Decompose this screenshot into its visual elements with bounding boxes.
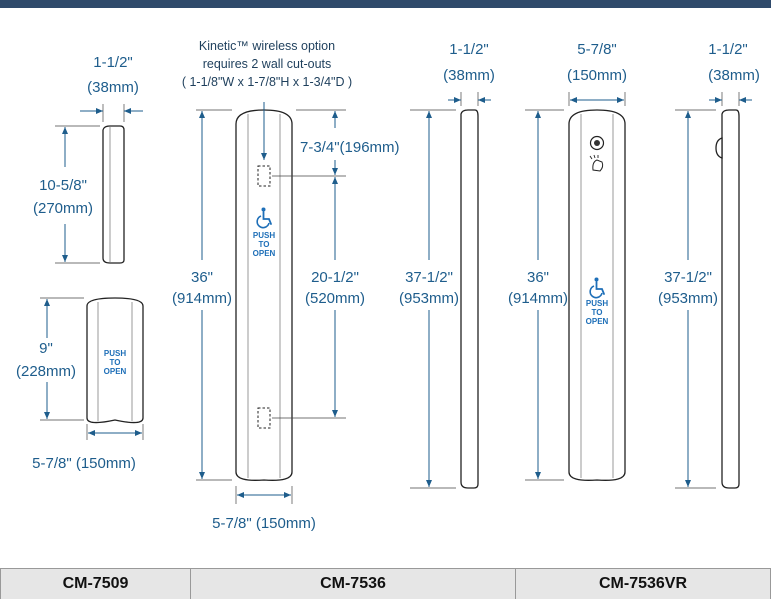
cm7536vr-side-width-line1: 1-1/2" bbox=[708, 41, 748, 58]
cm7509-side-width-line1: 1-1/2" bbox=[93, 54, 133, 71]
cm7509-side-height-line2: (270mm) bbox=[33, 200, 93, 217]
cm7536vr-width-line1: 5-7/8" bbox=[577, 41, 617, 58]
kinetic-note-line1: Kinetic™ wireless option bbox=[199, 39, 335, 53]
cm7536vr-side-height-line2: (953mm) bbox=[658, 290, 718, 307]
cm7536vr-push-label-3: OPEN bbox=[586, 317, 609, 326]
cm7536vr-width-line2: (150mm) bbox=[567, 67, 627, 84]
dimension-drawing: 1-1/2" (38mm) 10-5/8" (270mm) PUSH TO OP… bbox=[16, 39, 760, 532]
cm7509-front-width: 5-7/8" (150mm) bbox=[32, 455, 136, 472]
cm7536-cutout-span-line1: 20-1/2" bbox=[311, 269, 359, 286]
cm7509-front-view bbox=[40, 297, 144, 440]
cm7536-cutout-span-line2: (520mm) bbox=[305, 290, 365, 307]
sensor-icon bbox=[589, 135, 605, 151]
cm7536vr-side-height-line1: 37-1/2" bbox=[664, 269, 712, 286]
cm7509-front-height-line2: (228mm) bbox=[16, 363, 76, 380]
cm7536-push-label-1: PUSH bbox=[253, 231, 275, 240]
kinetic-note-line2: requires 2 wall cut-outs bbox=[203, 57, 332, 71]
header-bar bbox=[0, 0, 771, 8]
cm7536-side-width-line1: 1-1/2" bbox=[449, 41, 489, 58]
cm7536-side-height-line1: 37-1/2" bbox=[405, 269, 453, 286]
model-footer: CM-7509 CM-7536 CM-7536VR bbox=[0, 568, 771, 599]
cm7509-push-label-3: OPEN bbox=[104, 367, 127, 376]
cm7536vr-push-label-2: TO bbox=[592, 308, 603, 317]
cm7536-push-label-3: OPEN bbox=[253, 249, 276, 258]
cm7536-height-line2: (914mm) bbox=[172, 290, 232, 307]
cm7536vr-push-label-1: PUSH bbox=[586, 299, 608, 308]
cm7536vr-side-width-line2: (38mm) bbox=[708, 67, 760, 84]
footer-model-cm7536: CM-7536 bbox=[191, 569, 516, 599]
cm7509-front-height-line1: 9" bbox=[39, 340, 53, 357]
footer-model-cm7509: CM-7509 bbox=[1, 569, 191, 599]
kinetic-note-line3: ( 1-1/8"W x 1-7/8"H x 1-3/4"D ) bbox=[182, 75, 352, 89]
cm7536-push-label-2: TO bbox=[259, 240, 270, 249]
cm7536vr-height-line1: 36" bbox=[527, 269, 549, 286]
cm7509-push-label-2: TO bbox=[110, 358, 121, 367]
cm7509-side-view bbox=[55, 104, 143, 264]
cm7536-height-line1: 36" bbox=[191, 269, 213, 286]
cm7536vr-side-view bbox=[675, 92, 752, 489]
cm7536vr-height-line2: (914mm) bbox=[508, 290, 568, 307]
cm7536-front-view bbox=[196, 102, 346, 504]
cm7536-cutout-top: 7-3/4"(196mm) bbox=[300, 139, 400, 156]
hand-wave-icon bbox=[589, 154, 604, 172]
cm7536-side-width-line2: (38mm) bbox=[443, 67, 495, 84]
cm7536-width: 5-7/8" (150mm) bbox=[212, 515, 316, 532]
cm7536-side-height-line2: (953mm) bbox=[399, 290, 459, 307]
cm7509-side-width-line2: (38mm) bbox=[87, 79, 139, 96]
footer-model-cm7536vr: CM-7536VR bbox=[598, 575, 688, 592]
cm7536vr-front-view bbox=[525, 92, 626, 481]
cm7509-side-height-line1: 10-5/8" bbox=[39, 177, 87, 194]
cm7536-side-view bbox=[410, 92, 491, 489]
cm7509-push-label-1: PUSH bbox=[104, 349, 126, 358]
